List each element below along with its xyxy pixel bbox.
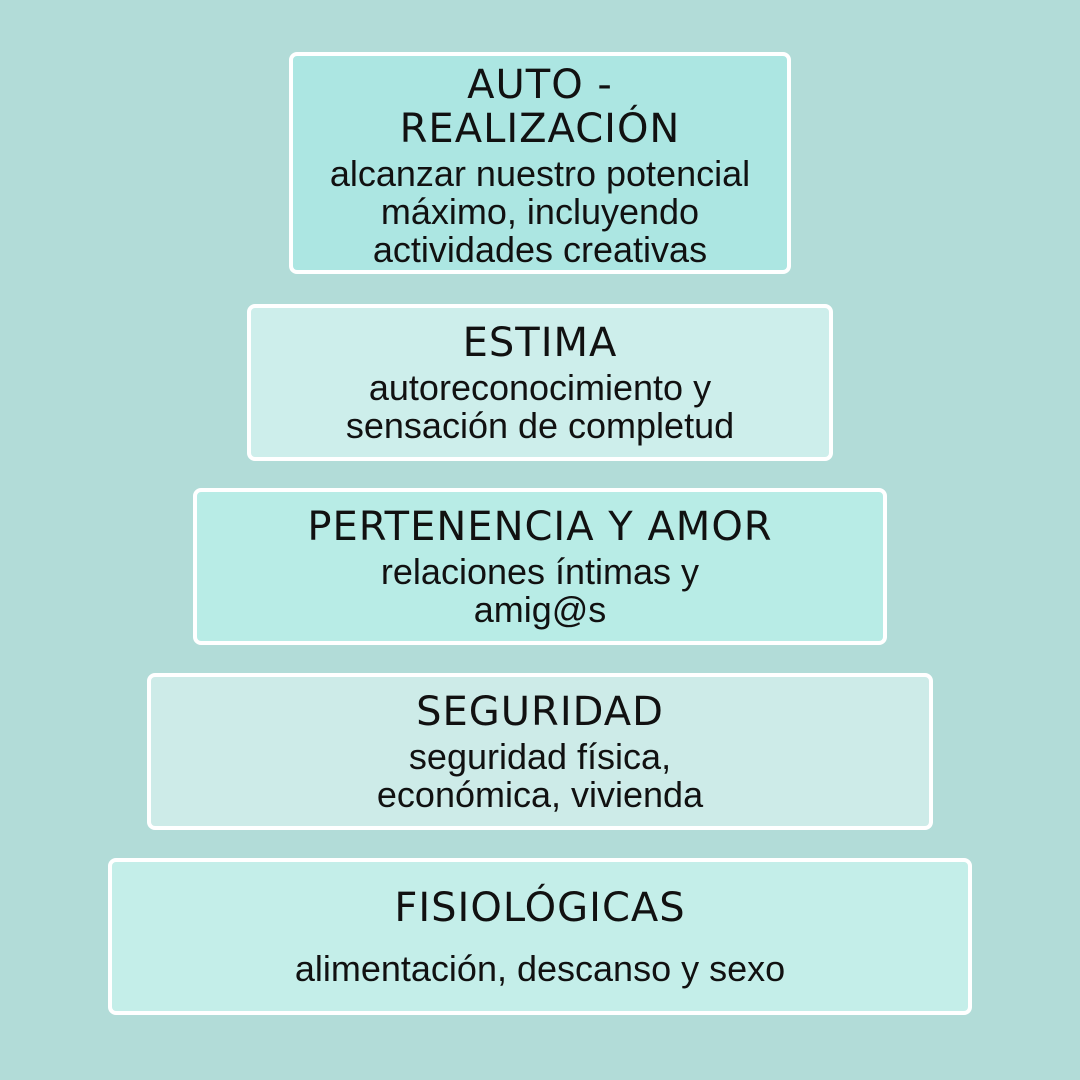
level-description: autoreconocimiento y sensación de comple… [345, 366, 735, 446]
level-title: PERTENENCIA Y AMOR [307, 503, 773, 550]
level-belonging-love: PERTENENCIA Y AMOR relaciones íntimas y … [193, 488, 887, 645]
level-title: SEGURIDAD [416, 688, 664, 735]
level-title: ESTIMA [462, 319, 618, 366]
level-description: seguridad física, económica, vivienda [376, 735, 704, 815]
level-safety: SEGURIDAD seguridad física, económica, v… [147, 673, 933, 830]
level-description: alcanzar nuestro potencial máximo, inclu… [329, 153, 751, 270]
level-title: FISIOLÓGICAS [394, 884, 686, 931]
level-title: AUTO - REALIZACIÓN [399, 62, 681, 152]
level-description: alimentación, descanso y sexo [294, 947, 786, 989]
level-self-actualization: AUTO - REALIZACIÓN alcanzar nuestro pote… [289, 52, 791, 274]
level-physiological: FISIOLÓGICAS alimentación, descanso y se… [108, 858, 972, 1015]
level-description: relaciones íntimas y amig@s [380, 550, 700, 630]
level-esteem: ESTIMA autoreconocimiento y sensación de… [247, 304, 833, 461]
